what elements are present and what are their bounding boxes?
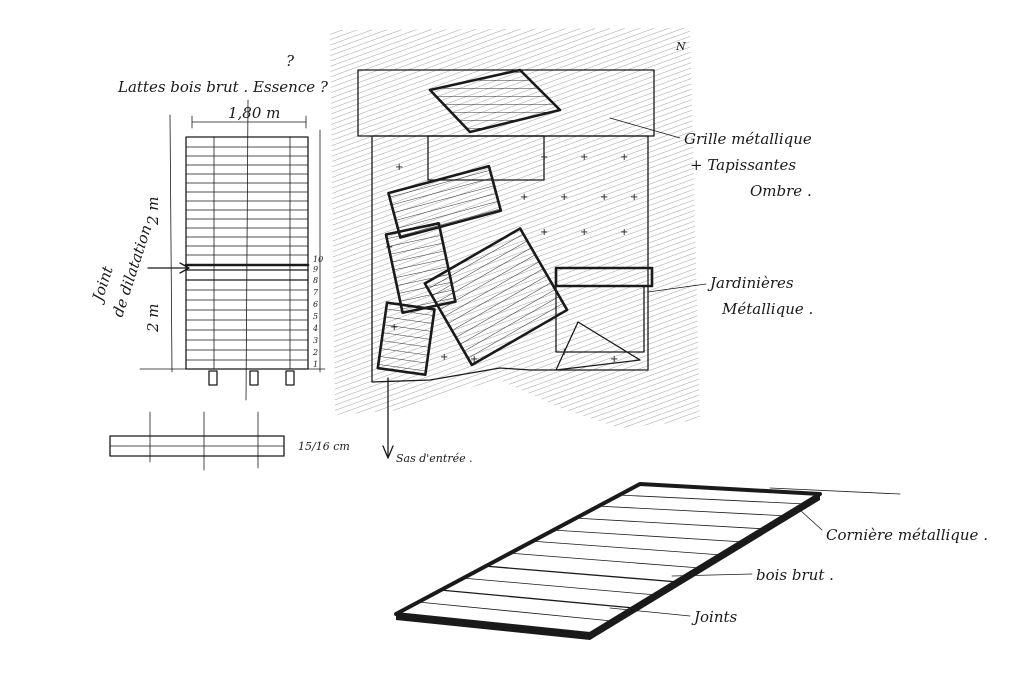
footing-center — [249, 370, 259, 386]
footing-right — [285, 370, 295, 386]
question-mark: ? — [286, 52, 295, 70]
svg-text:+: + — [580, 152, 588, 163]
slat-panels-scatter — [376, 164, 569, 377]
perspective-drawing: Cornière métallique . bois brut . Joints — [394, 482, 988, 640]
svg-text:+: + — [630, 192, 638, 203]
elevation-title: Lattes bois brut . Essence ? — [117, 78, 329, 96]
label-jardiniere-1: Jardinières — [707, 274, 794, 292]
label-joints: Joints — [691, 608, 738, 626]
label-entry: Sas d'entrée . — [396, 452, 473, 465]
slat-number: 3 — [313, 336, 318, 345]
slat-number: 2 — [312, 348, 318, 357]
label-grille-1: Grille métallique — [684, 130, 812, 148]
label-jardiniere-2: Métallique . — [721, 300, 813, 318]
slat-number: 9 — [313, 265, 318, 274]
svg-text:+: + — [600, 192, 608, 203]
height-dim-bottom: 2 m — [144, 303, 162, 333]
slat-number: 10 — [313, 255, 323, 264]
deck-extension-line — [769, 487, 901, 495]
label-bois: bois brut . — [756, 566, 834, 584]
planter-bed — [555, 285, 645, 353]
svg-text:+: + — [620, 152, 628, 163]
svg-text:+: + — [580, 227, 588, 238]
svg-text:+: + — [620, 227, 628, 238]
slat-number: 5 — [313, 312, 318, 321]
elevation-center-axis — [245, 99, 249, 401]
width-dim-label: 1,80 m — [228, 104, 280, 122]
entry-arrow-head — [382, 445, 394, 459]
elevation-left-guide — [169, 114, 173, 373]
slat-number: 6 — [313, 300, 318, 309]
label-corniere: Cornière métallique . — [826, 526, 988, 544]
svg-text:+: + — [395, 162, 403, 173]
joint-arrow-head — [179, 262, 190, 274]
leader-bois — [671, 573, 753, 577]
slat-number: 8 — [313, 276, 318, 285]
upper-slats — [185, 146, 309, 256]
slat-number: 1 — [313, 360, 318, 369]
slat-number: 4 — [312, 324, 318, 333]
elevation-drawing: Lattes bois brut . Essence ? ? 1,80 m — [88, 52, 329, 401]
label-grille-3: Ombre . — [750, 182, 812, 200]
svg-text:+: + — [540, 227, 548, 238]
plan-ground — [371, 135, 649, 383]
leader-joints — [609, 607, 691, 617]
height-dim-top: 2 m — [144, 196, 162, 226]
svg-text:+: + — [560, 192, 568, 203]
slat-panel-large — [423, 227, 569, 367]
svg-text:+: + — [520, 192, 528, 203]
slat-number-list: 10 9 8 7 6 5 4 3 2 1 — [312, 255, 323, 369]
planter-corner-shade — [555, 321, 641, 371]
section-drawing: 15/16 cm — [109, 411, 350, 471]
panel-top-a-slats — [430, 70, 560, 132]
section-thickness-label: 15/16 cm — [298, 440, 350, 453]
label-grille-2: + Tapissantes — [690, 156, 796, 174]
north-label: N — [675, 40, 686, 53]
deck-side-edge — [590, 494, 820, 640]
leader-jardiniere — [647, 283, 707, 293]
footing-left — [208, 370, 218, 386]
plan-drawing: +++ ++++ +++ +++ ++++ — [330, 28, 813, 465]
svg-text:+: + — [440, 352, 448, 363]
svg-text:+: + — [610, 354, 618, 365]
deck-boards — [417, 494, 807, 622]
slat-number: 7 — [313, 288, 319, 297]
slat-panel — [376, 301, 436, 377]
svg-text:+: + — [540, 152, 548, 163]
leader-corniere — [799, 509, 823, 531]
deck-front-edge — [396, 614, 590, 640]
leader-grille — [609, 117, 681, 139]
slat-panel — [387, 164, 503, 239]
lower-slats — [185, 279, 309, 361]
